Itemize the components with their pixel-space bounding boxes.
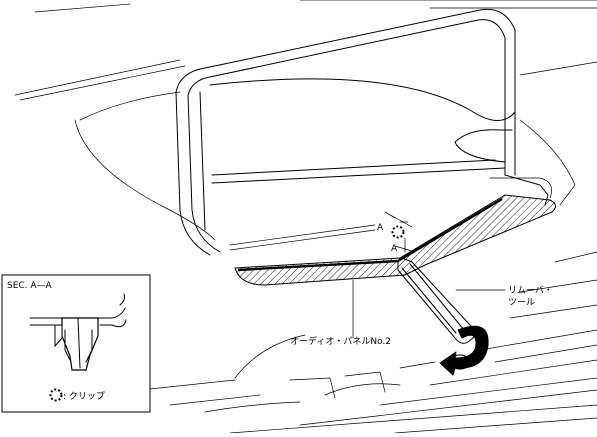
section-marks: A A	[377, 211, 416, 254]
clip-legend-label: : クリップ	[63, 391, 105, 402]
audio-panel-label: オーディオ・パネルNo.2	[290, 335, 391, 347]
clip-marker-main	[391, 225, 405, 239]
leader-lines	[352, 279, 506, 339]
section-mark-upper-label: A	[377, 223, 384, 233]
dotted-circle-icon	[49, 388, 63, 402]
section-mark-lower-label: A	[391, 244, 398, 254]
section-inset-title: SEC. A—A	[7, 281, 53, 291]
section-inset: SEC. A—A : クリップ	[1, 274, 151, 413]
removal-tool	[397, 257, 476, 344]
removal-tool-label-line2: ツール	[508, 298, 535, 308]
dotted-circle-icon	[391, 225, 405, 239]
curved-arrow-icon	[439, 325, 489, 376]
dashboard-background-lines	[14, 0, 597, 434]
removal-tool-label-line1: リムーバ・	[508, 285, 553, 296]
audio-panel-no2	[234, 177, 556, 286]
